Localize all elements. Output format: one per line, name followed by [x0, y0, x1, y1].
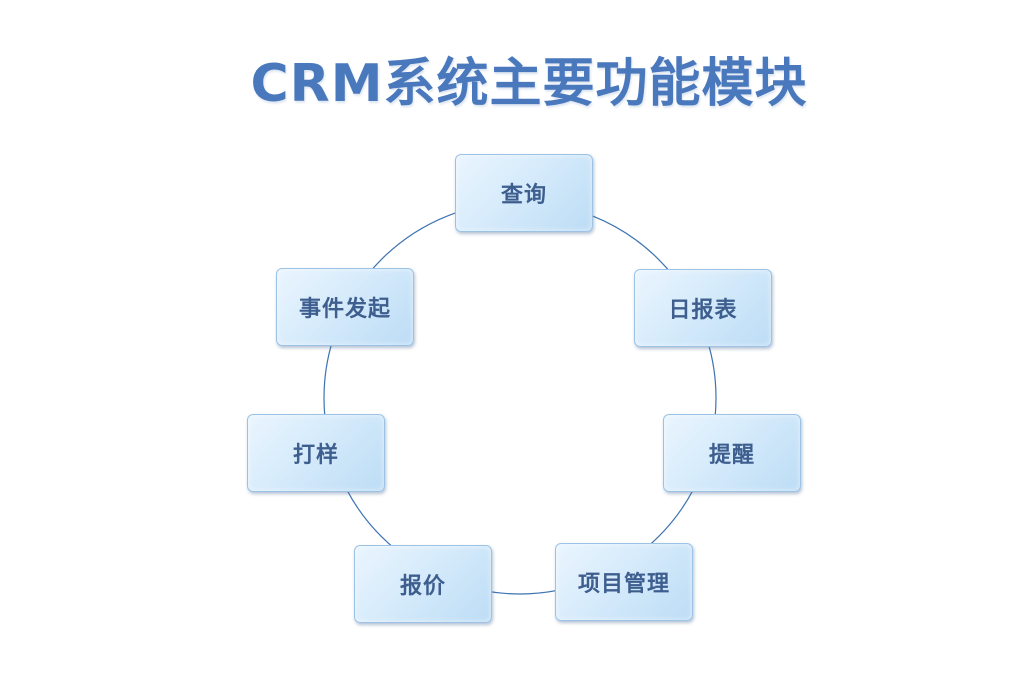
module-label-daily-report: 日报表	[668, 298, 738, 323]
module-query[interactable]: 查询	[455, 154, 593, 232]
module-sampling[interactable]: 打样	[247, 414, 385, 492]
module-label-event-initiation: 事件发起	[298, 297, 391, 322]
module-label-project-management: 项目管理	[577, 572, 670, 597]
module-project-management[interactable]: 项目管理	[555, 543, 693, 621]
diagram-title: CRM系统主要功能模块	[250, 54, 808, 114]
module-label-reminder: 提醒	[708, 443, 755, 468]
module-label-quotation: 报价	[399, 574, 446, 599]
module-daily-report[interactable]: 日报表	[634, 269, 772, 347]
module-reminder[interactable]: 提醒	[663, 414, 801, 492]
module-label-sampling: 打样	[292, 443, 339, 468]
module-event-initiation[interactable]: 事件发起	[276, 268, 414, 346]
module-label-query: 查询	[500, 183, 547, 208]
module-quotation[interactable]: 报价	[354, 545, 492, 623]
ring-circle	[323, 201, 717, 595]
